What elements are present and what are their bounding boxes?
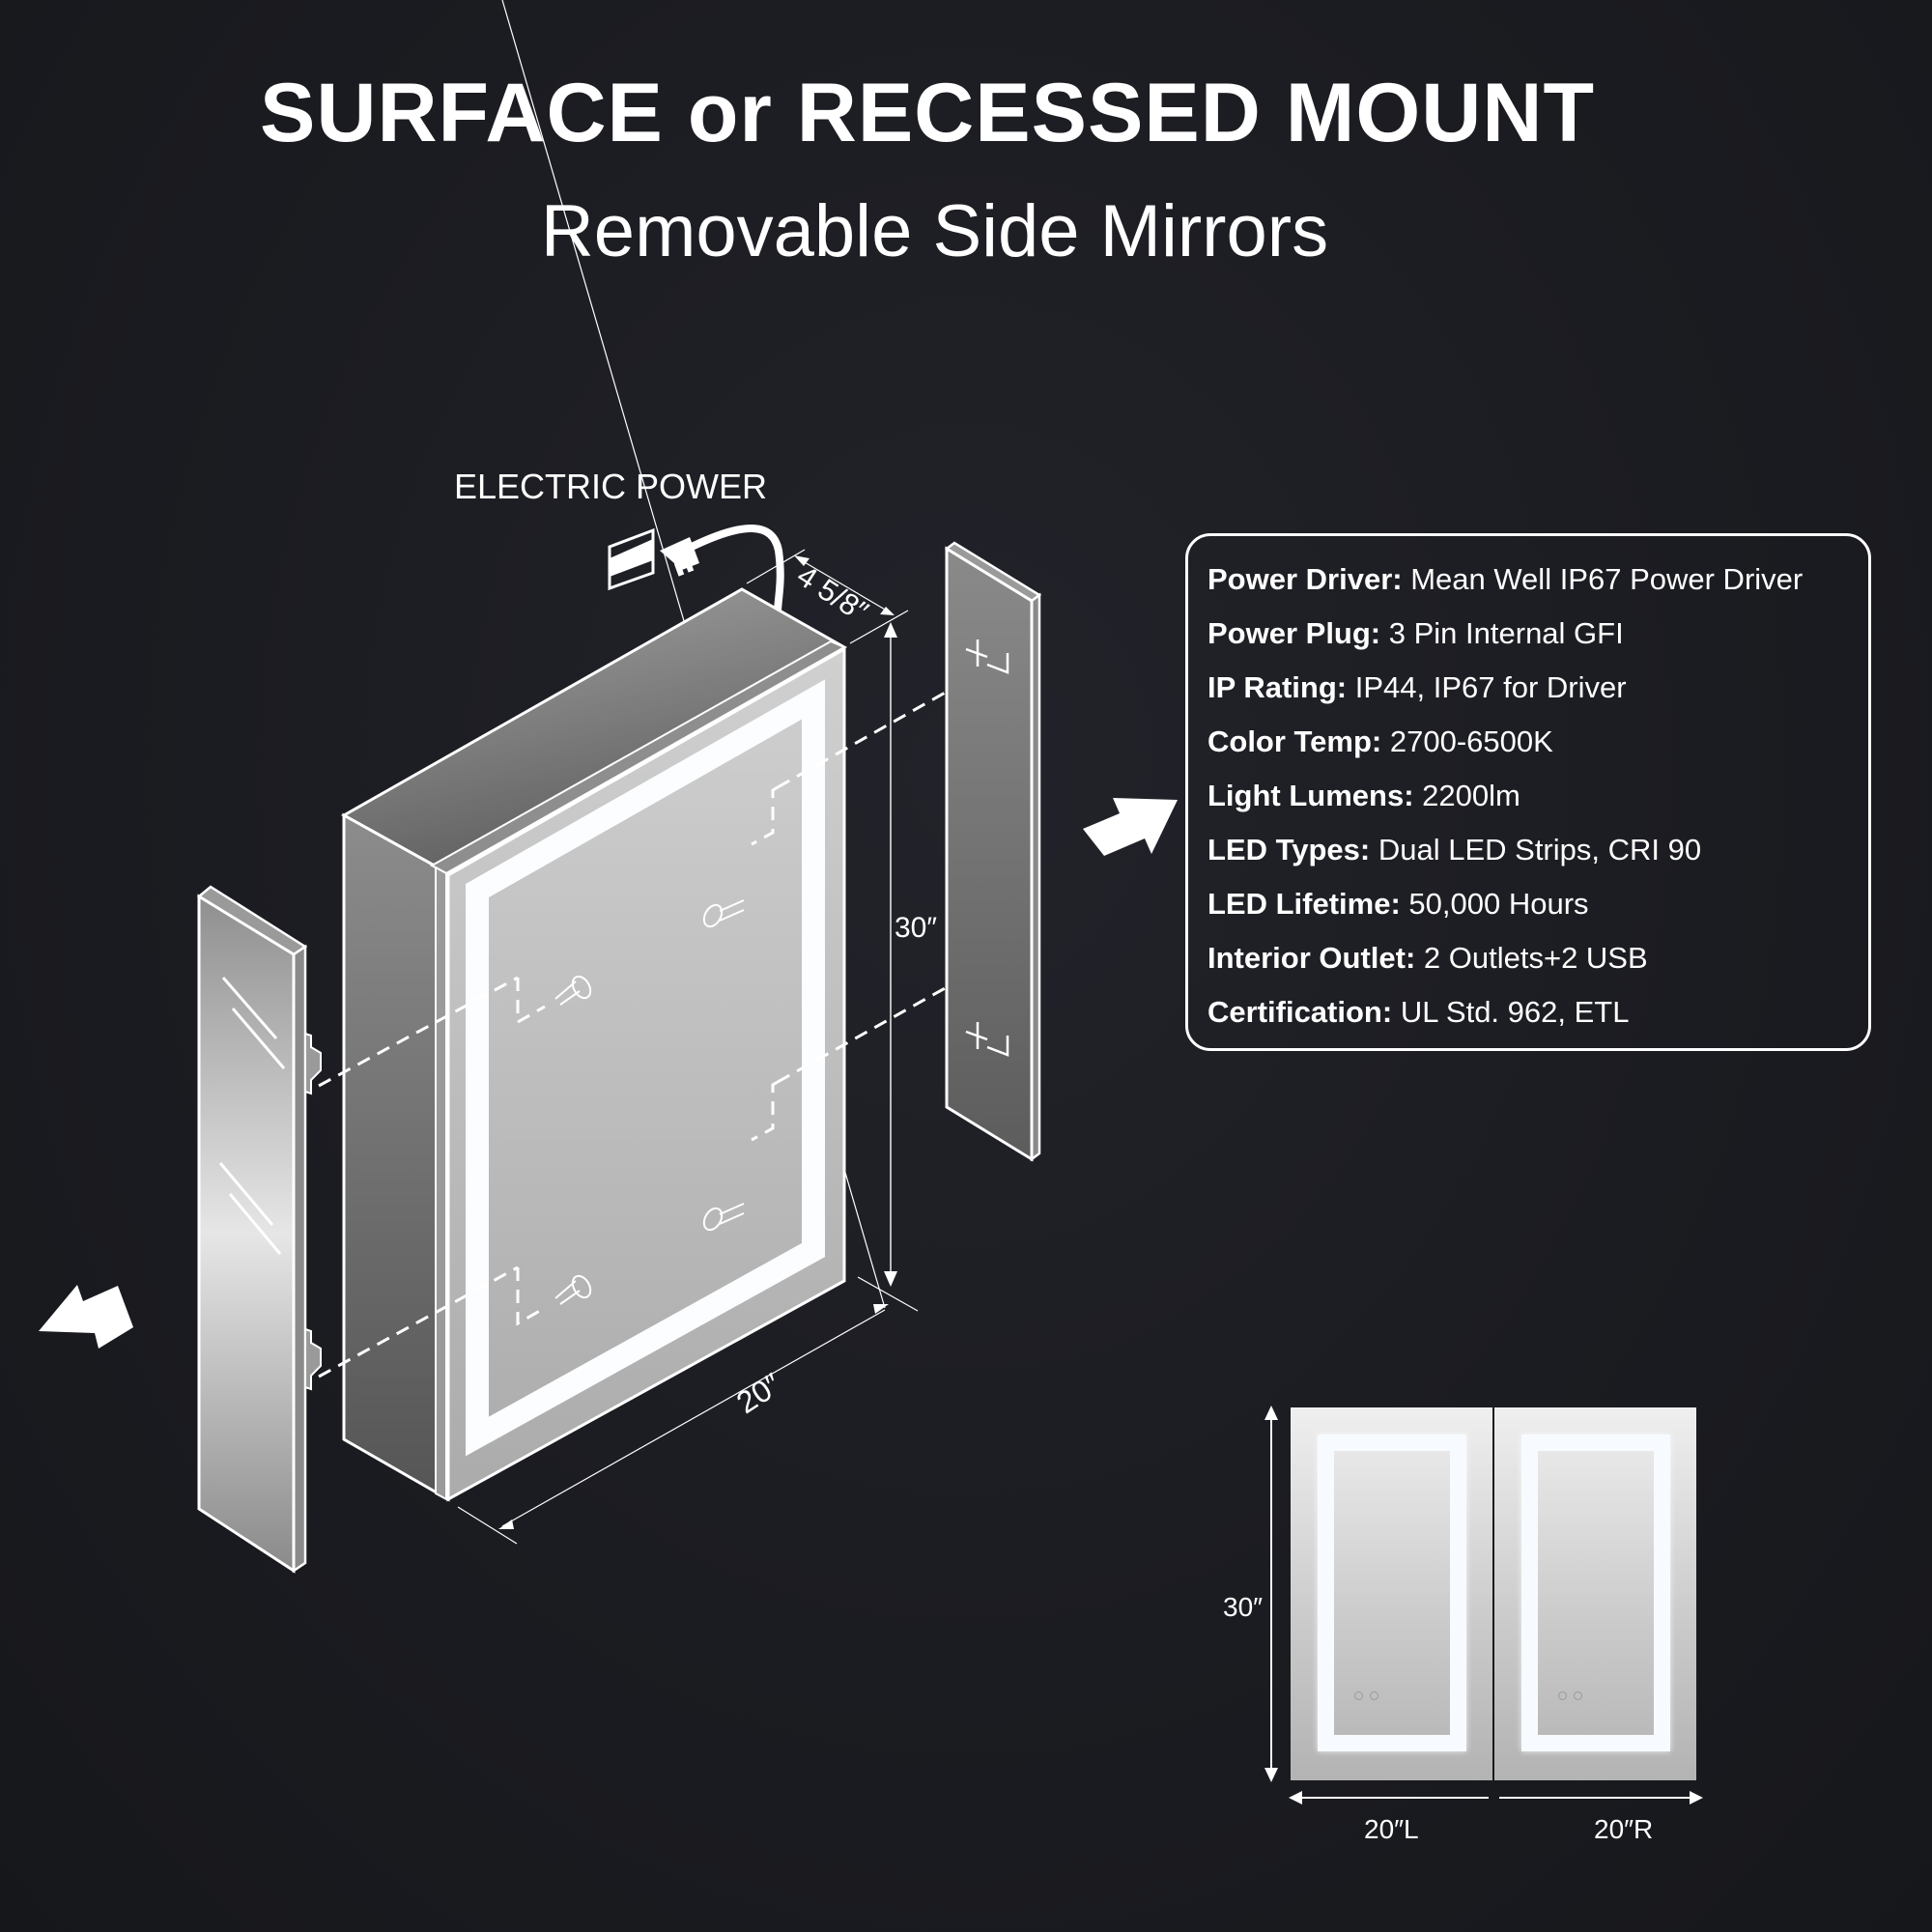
touch-button-icon xyxy=(1354,1691,1363,1700)
spec-key: Interior Outlet: xyxy=(1208,941,1416,975)
wall-outlet-icon xyxy=(608,527,655,591)
spec-key: Certification: xyxy=(1208,995,1393,1029)
spec-row-interior-outlet: Interior Outlet: 2 Outlets+2 USB xyxy=(1208,936,1868,990)
right-door-panel xyxy=(1494,1407,1696,1780)
touch-button-icon xyxy=(1558,1691,1567,1700)
page-subtitle: Removable Side Mirrors xyxy=(540,190,1329,272)
electric-power-label: ELECTRIC POWER xyxy=(454,467,768,506)
mounting-bracket-icon xyxy=(965,639,1009,1057)
spec-row-power-plug: Power Plug: 3 Pin Internal GFI xyxy=(1208,611,1868,666)
spec-row-light-lumens: Light Lumens: 2200lm xyxy=(1208,774,1868,828)
front-left-width-label: 20″L xyxy=(1364,1814,1419,1844)
touch-button-icon xyxy=(1574,1691,1582,1700)
spec-row-certification: Certification: UL Std. 962, ETL xyxy=(1208,990,1868,1044)
left-door-panel xyxy=(1291,1407,1492,1780)
spec-key: LED Lifetime: xyxy=(1208,887,1401,921)
left-side-mirror xyxy=(196,885,322,1574)
spec-value: UL Std. 962, ETL xyxy=(1400,995,1630,1029)
touch-buttons xyxy=(1354,1691,1378,1700)
screw-icon xyxy=(554,899,745,1305)
spec-row-led-types: LED Types: Dual LED Strips, CRI 90 xyxy=(1208,828,1868,882)
arrow-icon xyxy=(1083,798,1178,856)
spec-key: Power Driver: xyxy=(1208,562,1403,596)
height-dimension-label: 30″ xyxy=(895,912,937,944)
right-side-panel xyxy=(944,541,1042,1162)
touch-buttons xyxy=(1558,1691,1582,1700)
spec-key: IP Rating: xyxy=(1208,670,1348,704)
spec-key: Color Temp: xyxy=(1208,724,1382,758)
spec-key: LED Types: xyxy=(1208,833,1371,867)
spec-value: 50,000 Hours xyxy=(1408,887,1589,921)
page-title: SURFACE or RECESSED MOUNT xyxy=(259,67,1596,159)
spec-value: 2 Outlets+2 USB xyxy=(1423,941,1648,975)
front-height-label: 30″ xyxy=(1223,1592,1264,1622)
front-view-dimension-arrows xyxy=(1264,1406,1703,1804)
spec-value: IP44, IP67 for Driver xyxy=(1354,670,1627,704)
spec-value: Dual LED Strips, CRI 90 xyxy=(1378,833,1702,867)
mounting-bracket-icon xyxy=(304,1032,322,1391)
arrow-icon xyxy=(39,1285,133,1349)
spec-list-box: Power Driver: Mean Well IP67 Power Drive… xyxy=(1185,533,1871,1051)
spec-row-color-temp: Color Temp: 2700-6500K xyxy=(1208,720,1868,774)
led-light-frame xyxy=(1521,1435,1670,1751)
spec-value: Mean Well IP67 Power Driver xyxy=(1410,562,1804,596)
spec-row-ip-rating: IP Rating: IP44, IP67 for Driver xyxy=(1208,666,1868,720)
spec-row-power-driver: Power Driver: Mean Well IP67 Power Drive… xyxy=(1208,557,1868,611)
led-light-frame xyxy=(1318,1435,1466,1751)
power-plug-icon xyxy=(660,525,784,611)
spec-value: 2700-6500K xyxy=(1389,724,1553,758)
touch-button-icon xyxy=(1370,1691,1378,1700)
spec-key: Light Lumens: xyxy=(1208,779,1414,812)
led-light-frame xyxy=(466,679,825,1457)
front-right-width-label: 20″R xyxy=(1594,1814,1654,1844)
spec-value: 3 Pin Internal GFI xyxy=(1388,616,1624,650)
spec-key: Power Plug: xyxy=(1208,616,1381,650)
spec-row-led-lifetime: LED Lifetime: 50,000 Hours xyxy=(1208,882,1868,936)
front-view-double-cabinet: 30″ 20″L 20″R xyxy=(1213,1391,1832,1855)
spec-value: 2200lm xyxy=(1422,779,1520,812)
